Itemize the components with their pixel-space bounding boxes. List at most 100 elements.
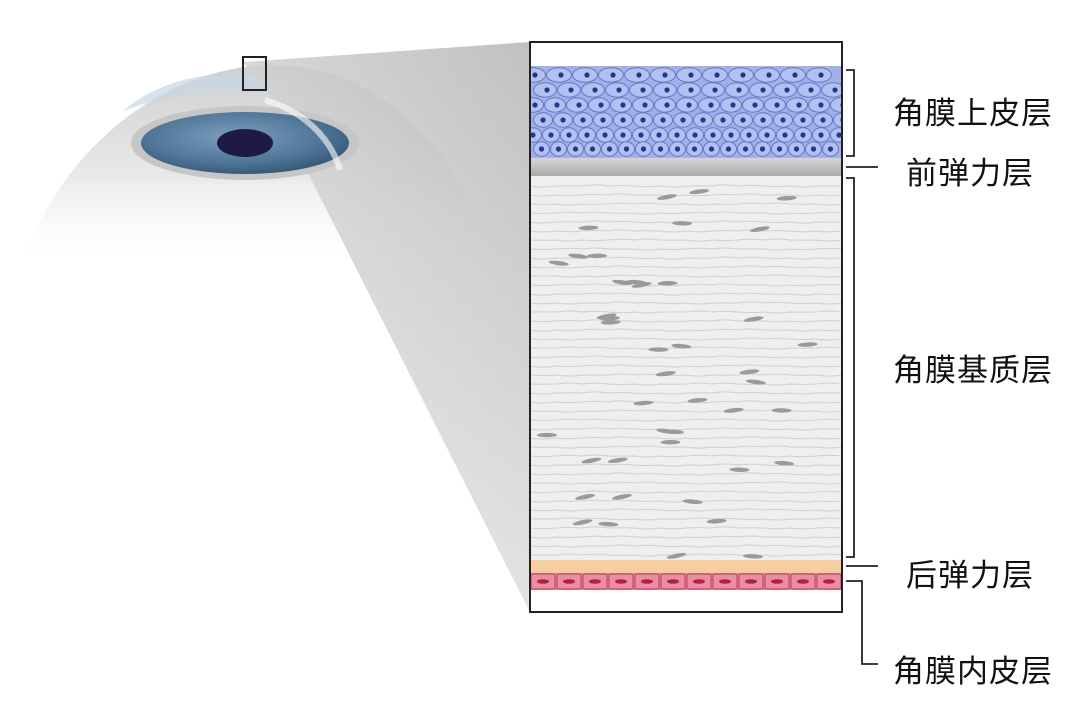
epithelial-nucleus <box>538 146 545 152</box>
epithelial-nucleus <box>602 132 608 138</box>
keratocyte <box>607 457 628 464</box>
stroma-fiber <box>530 535 842 539</box>
endothelial-nucleus <box>797 579 809 584</box>
epithelial-nucleus <box>680 117 686 123</box>
epithelial-nucleus <box>620 132 626 138</box>
epithelial-nucleus <box>776 146 783 152</box>
epithelial-cell <box>530 127 542 143</box>
epithelial-nucleus <box>623 146 630 152</box>
keratocyte <box>598 521 619 527</box>
stroma-fiber <box>530 328 842 332</box>
epithelial-nucleus <box>780 117 786 123</box>
epithelial-nucleus <box>810 146 817 152</box>
epithelial-nucleus <box>616 87 622 93</box>
epithelial-nucleus <box>736 87 742 93</box>
inset-frame <box>529 41 843 613</box>
endothelial-nucleus <box>771 579 783 584</box>
epithelial-nucleus <box>796 102 802 108</box>
label-stroma: 角膜基质层 <box>893 353 1053 389</box>
keratocyte <box>568 253 589 259</box>
keratocyte <box>739 369 760 375</box>
keratocyte <box>657 194 677 200</box>
epithelial-nucleus <box>657 146 664 152</box>
keratocyte <box>742 554 763 559</box>
stroma-fiber <box>530 220 842 224</box>
epithelial-nucleus <box>688 72 694 78</box>
keratocyte <box>797 342 818 347</box>
epithelial-nucleus <box>584 132 590 138</box>
epithelial-nucleus <box>800 132 806 138</box>
bracket-stroma <box>846 177 855 558</box>
epithelial-nucleus <box>818 72 824 78</box>
stroma-fiber <box>530 490 842 494</box>
epithelial-nucleus <box>638 132 644 138</box>
epithelial-nucleus <box>832 87 838 93</box>
label-descemet: 后弹力层 <box>906 558 1034 594</box>
epithelial-cell <box>530 67 546 83</box>
magnification-cone-fade <box>243 42 530 612</box>
epithelial-nucleus <box>560 117 566 123</box>
stroma-fiber <box>530 472 842 476</box>
epithelial-nucleus <box>760 87 766 93</box>
stroma-fiber <box>530 202 842 206</box>
stroma-fiber <box>530 211 842 215</box>
keratocyte <box>687 397 708 403</box>
epithelial-nucleus <box>827 146 834 152</box>
keratocyte <box>745 379 766 385</box>
epithelial-nucleus <box>784 87 790 93</box>
keratocyte <box>743 316 764 322</box>
epithelial-nucleus <box>640 146 647 152</box>
stroma-fiber <box>530 418 842 422</box>
epithelial-nucleus <box>818 102 824 108</box>
epithelial-nucleus <box>572 146 579 152</box>
epithelial-nucleus <box>725 146 732 152</box>
keratocyte <box>723 407 744 413</box>
stroma-fiber <box>530 454 842 458</box>
epithelial-nucleus <box>620 117 626 123</box>
stroma-fiber <box>530 310 842 314</box>
epithelial-nucleus <box>820 117 826 123</box>
epithelial-nucleus <box>708 146 715 152</box>
epithelial-nucleus <box>589 146 596 152</box>
epithelial-nucleus <box>664 87 670 93</box>
stroma-fiber <box>530 427 842 431</box>
epithelial-nucleus <box>836 132 842 138</box>
keratocyte <box>612 493 632 500</box>
epithelial-nucleus <box>584 72 590 78</box>
label-epithelium: 角膜上皮层 <box>893 96 1053 132</box>
endothelial-nucleus <box>615 579 627 584</box>
epithelial-nucleus <box>742 146 749 152</box>
pupil <box>217 129 273 157</box>
stroma-fiber <box>530 184 842 188</box>
epithelial-nucleus <box>752 102 758 108</box>
label-endothelium: 角膜内皮层 <box>893 654 1053 690</box>
epithelial-nucleus <box>728 132 734 138</box>
epithelial-nucleus <box>800 117 806 123</box>
epithelial-nucleus <box>548 132 554 138</box>
stroma-fiber <box>530 274 842 278</box>
epithelial-nucleus <box>793 146 800 152</box>
stroma-fiber <box>530 481 842 485</box>
stroma-fiber <box>530 373 842 377</box>
endothelial-nucleus <box>641 579 653 584</box>
epithelial-nucleus <box>656 132 662 138</box>
epithelial-nucleus <box>774 102 780 108</box>
stroma-fiber <box>530 391 842 395</box>
epithelial-nucleus <box>686 102 692 108</box>
epithelial-nucleus <box>662 72 668 78</box>
stroma-fiber <box>530 265 842 269</box>
epithelial-nucleus <box>692 132 698 138</box>
keratocyte <box>750 226 770 233</box>
epithelial-nucleus <box>664 102 670 108</box>
keratocyte <box>682 499 703 504</box>
keratocyte <box>587 253 608 259</box>
epithelial-nucleus <box>730 102 736 108</box>
stroma-fiber <box>530 193 842 197</box>
stroma-fiber <box>530 364 842 368</box>
keratocyte <box>689 189 710 195</box>
epithelial-cell <box>830 127 842 143</box>
stroma-fiber <box>530 436 842 440</box>
epithelial-nucleus <box>740 117 746 123</box>
